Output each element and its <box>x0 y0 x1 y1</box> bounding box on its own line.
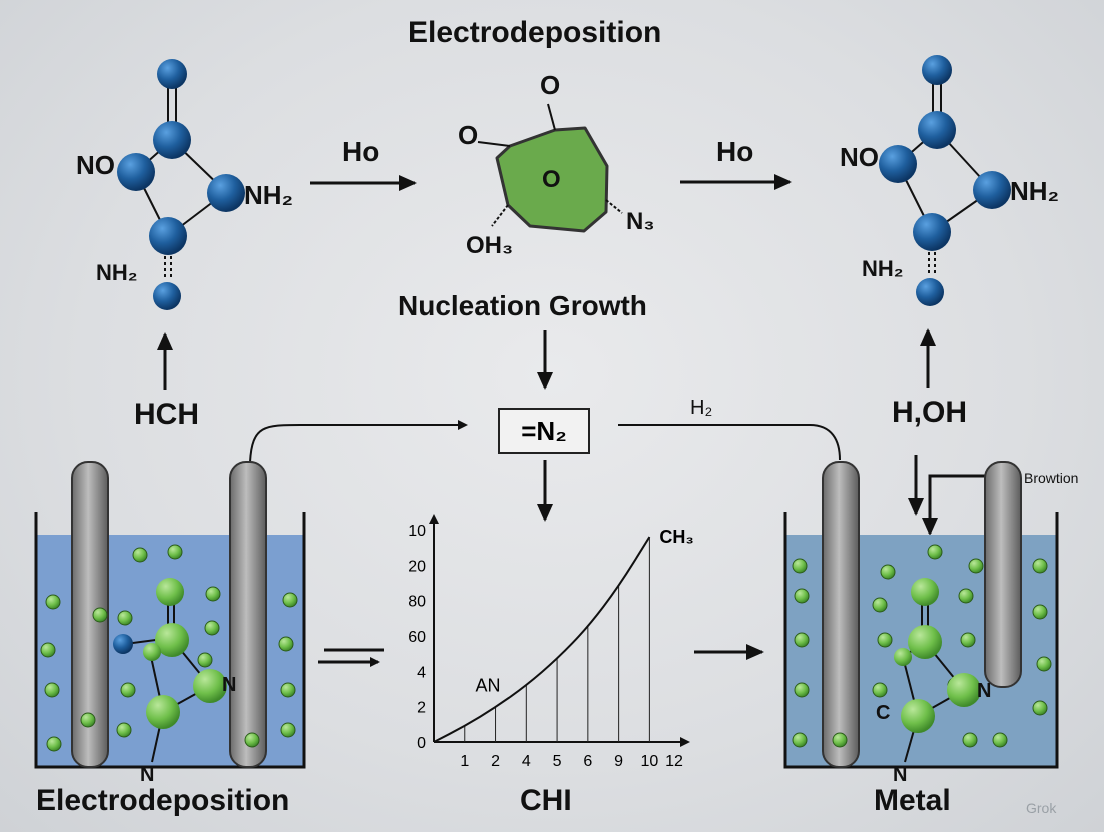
annotation-an: AN <box>476 675 501 695</box>
atom <box>879 145 917 183</box>
atom <box>157 59 187 89</box>
right-beaker <box>783 461 1059 769</box>
x-tick-label: 12 <box>665 753 683 770</box>
center-ring <box>477 103 623 233</box>
x-tick-label: 5 <box>553 753 562 770</box>
left-beaker-n2: N <box>140 764 155 786</box>
right-beaker-c: C <box>876 702 891 724</box>
arrow-label-ho-left: Ho <box>342 136 380 167</box>
right-beaker-n1: N <box>977 680 992 702</box>
y-tick-label: 4 <box>417 664 426 681</box>
arrow-label-h2: H₂ <box>690 397 713 419</box>
y-tick-label: 20 <box>408 558 426 575</box>
right-nh2-bottom-label: NH₂ <box>862 256 904 281</box>
right-molecule <box>879 55 1011 306</box>
atom <box>117 153 155 191</box>
curve-line <box>433 536 651 743</box>
atom <box>153 121 191 159</box>
y-tick-label: 0 <box>417 735 426 752</box>
hch-label: HCH <box>134 398 199 431</box>
atom <box>207 174 245 212</box>
x-tick-label: 2 <box>491 753 500 770</box>
x-tick-label: 9 <box>614 753 623 770</box>
curve-box-to-right <box>618 424 841 461</box>
bottom-label-electrodeposition: Electrodeposition <box>36 784 290 817</box>
atom <box>916 278 944 306</box>
right-no-label: NO <box>840 142 879 172</box>
nucleation-label: Nucleation Growth <box>398 290 647 321</box>
atom <box>973 171 1011 209</box>
bottom-label-metal: Metal <box>874 784 951 817</box>
ring-o-center: O <box>542 166 561 193</box>
diagram-title: Electrodeposition <box>408 16 662 49</box>
grok-watermark: Grok <box>1026 800 1057 816</box>
ring-o-top: O <box>540 70 561 100</box>
atom <box>149 217 187 255</box>
y-tick-label: 60 <box>408 629 426 646</box>
atom <box>153 282 181 310</box>
annotation-ch3: CH₃ <box>659 527 693 547</box>
ring-o-left: O <box>458 120 479 150</box>
x-tick-label: 10 <box>640 753 658 770</box>
ring-n3: N₃ <box>626 208 655 235</box>
h2oh-label: H,OH <box>892 396 967 429</box>
left-no-label: NO <box>76 150 115 180</box>
x-tick-label: 1 <box>460 753 469 770</box>
atom <box>918 111 956 149</box>
x-tick-label: 4 <box>522 753 531 770</box>
n2-box: =N₂ <box>498 408 590 454</box>
left-beaker-n1: N <box>222 674 237 696</box>
atom <box>922 55 952 85</box>
curve-left-to-box <box>249 420 468 463</box>
left-molecule <box>117 59 245 310</box>
x-tick-label: 6 <box>583 753 592 770</box>
y-tick-label: 2 <box>417 700 426 717</box>
left-beaker <box>34 461 306 769</box>
left-nh2-bottom-label: NH₂ <box>96 260 138 285</box>
right-nh2-right-label: NH₂ <box>1010 176 1060 206</box>
bottom-label-chi: CHI <box>520 784 572 817</box>
right-beaker-n2: N <box>893 764 908 786</box>
y-tick-label: 10 <box>408 523 426 540</box>
atom <box>913 213 951 251</box>
arrow-label-ho-right: Ho <box>716 136 754 167</box>
left-nh2-right-label: NH₂ <box>244 180 294 210</box>
arrow-label-browtion: Browtion <box>1024 470 1079 486</box>
y-tick-label: 80 <box>408 594 426 611</box>
ring-oh3: OH₃ <box>466 232 514 259</box>
